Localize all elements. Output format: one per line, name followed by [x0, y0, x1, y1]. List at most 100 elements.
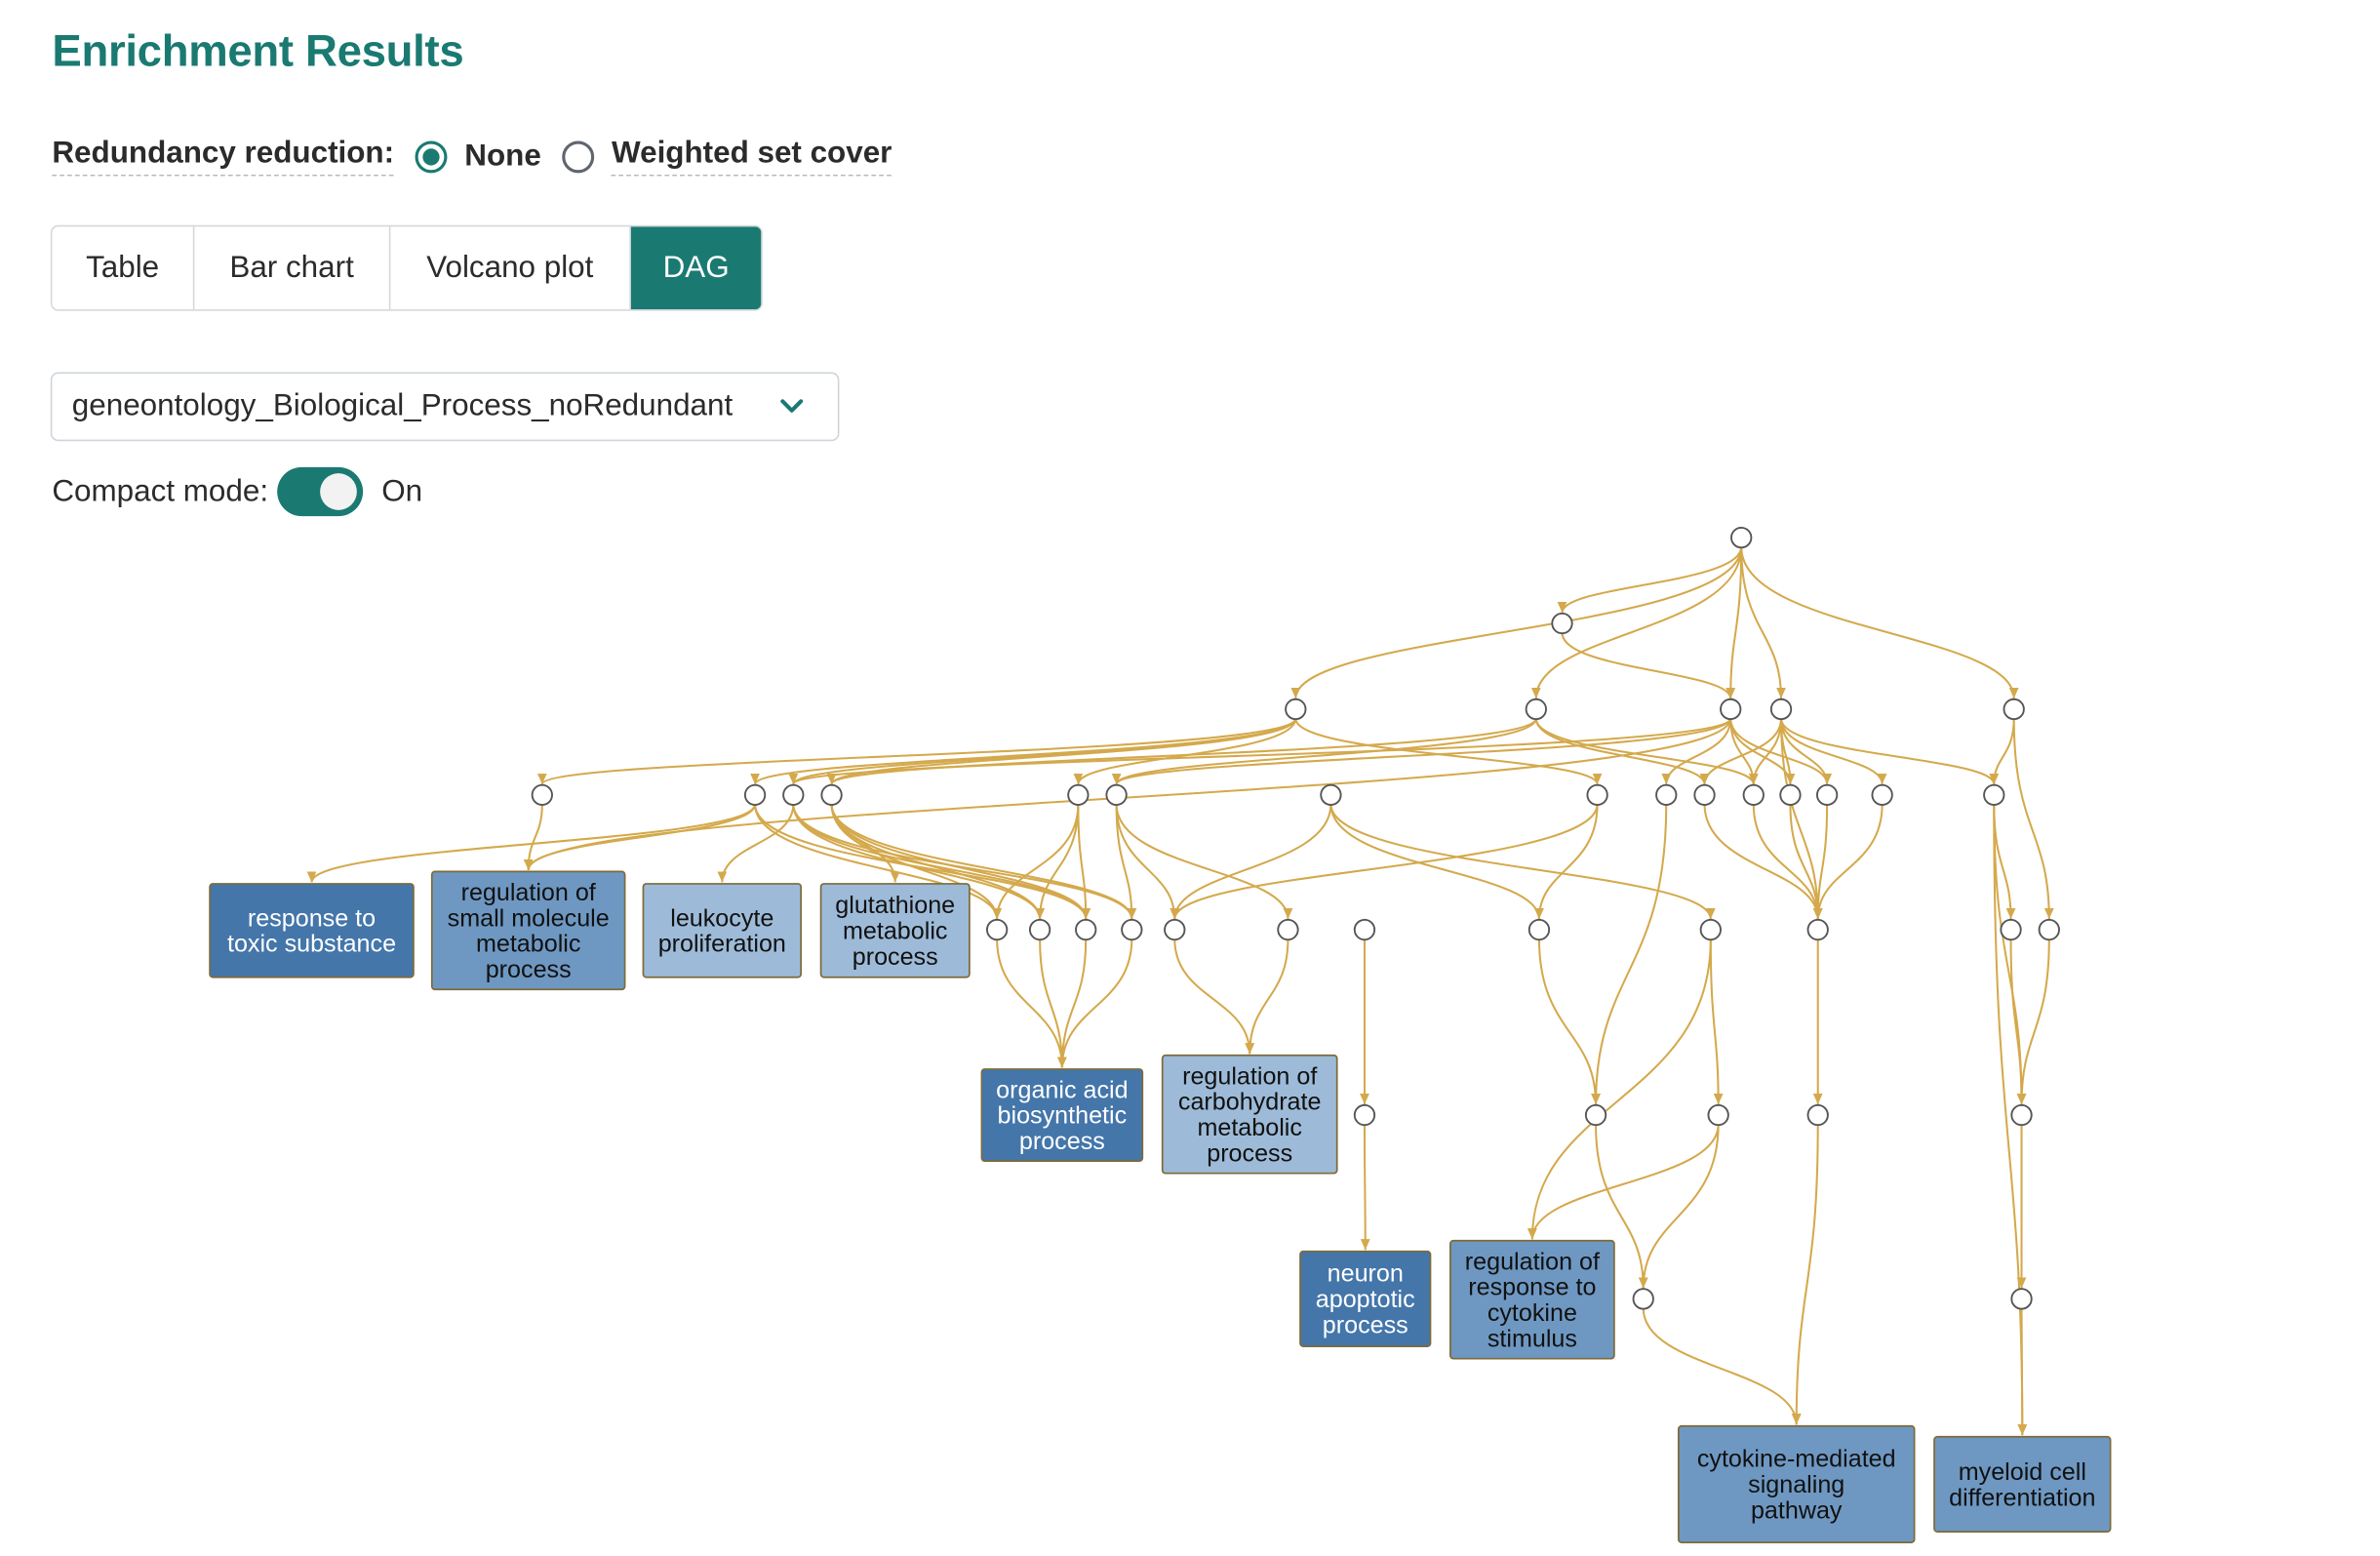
- dag-term-label: cytokine-mediated: [1697, 1446, 1896, 1473]
- dag-node[interactable]: [1075, 918, 1097, 941]
- dag-node[interactable]: [1551, 612, 1573, 635]
- dag-node[interactable]: [1769, 698, 1793, 721]
- dag-node[interactable]: [1067, 783, 1090, 807]
- dag-node[interactable]: [1871, 783, 1893, 807]
- chevron-down-icon[interactable]: [779, 392, 804, 427]
- dag-node[interactable]: [1806, 918, 1829, 941]
- radio-none-label[interactable]: None: [464, 139, 541, 173]
- dag-term-box[interactable]: [819, 883, 971, 978]
- dag-node[interactable]: [1277, 918, 1299, 941]
- dag-nodes: [531, 526, 2060, 1310]
- toggle-knob: [320, 473, 358, 510]
- dag-node[interactable]: [1285, 698, 1307, 721]
- dag-node[interactable]: [1584, 1103, 1607, 1127]
- dag-node[interactable]: [1730, 526, 1753, 549]
- dag-term-label: differentiation: [1949, 1484, 2095, 1511]
- dag-node[interactable]: [1586, 783, 1608, 807]
- dag-node[interactable]: [1806, 1103, 1829, 1127]
- dag-term-box[interactable]: [642, 883, 803, 978]
- dag-node[interactable]: [1815, 783, 1839, 807]
- dag-term-regulation-of-carbohydrate-metabolic-process[interactable]: regulation ofcarbohydratemetabolicproces…: [1161, 1054, 1338, 1175]
- tab-dag[interactable]: DAG: [630, 226, 762, 310]
- dag-node[interactable]: [1353, 1103, 1376, 1127]
- dag-node[interactable]: [1105, 783, 1128, 807]
- dag-edge: [754, 804, 1002, 920]
- dag-node[interactable]: [1320, 783, 1342, 807]
- dag-edge: [1740, 546, 1786, 698]
- dag-node[interactable]: [1164, 918, 1186, 941]
- radio-unchecked-icon[interactable]: [562, 140, 595, 173]
- dag-node[interactable]: [1693, 783, 1716, 807]
- dag-edge: [1703, 804, 1823, 920]
- dag-term-box[interactable]: [209, 883, 415, 978]
- radio-weighted-set-cover-label[interactable]: Weighted set cover: [612, 137, 892, 177]
- radio-none[interactable]: None: [416, 139, 541, 174]
- dag-term-label: glutathione: [835, 892, 955, 919]
- dag-node[interactable]: [1655, 783, 1678, 807]
- dag-term-box[interactable]: [1449, 1239, 1615, 1360]
- dag-term-box[interactable]: [430, 870, 626, 991]
- dag-edge: [1534, 718, 1759, 785]
- dag-node[interactable]: [1720, 698, 1742, 721]
- dag-term-box[interactable]: [980, 1068, 1144, 1162]
- dag-edge: [1557, 546, 1743, 614]
- dag-node[interactable]: [1121, 918, 1143, 941]
- dag-node[interactable]: [1632, 1288, 1654, 1310]
- dag-edge: [1329, 804, 1716, 920]
- dag-edge: [1709, 938, 1724, 1105]
- dag-node[interactable]: [2003, 698, 2025, 721]
- dag-node[interactable]: [743, 783, 767, 807]
- page-title: Enrichment Results: [52, 27, 464, 77]
- dag-term-box[interactable]: [1677, 1424, 1916, 1543]
- dag-edge: [1537, 938, 1601, 1105]
- dag-node[interactable]: [1779, 783, 1802, 807]
- dag-edge: [1780, 718, 1823, 920]
- dag-term-label: leukocyte: [670, 904, 774, 932]
- radio-weighted-set-cover[interactable]: Weighted set cover: [562, 137, 892, 177]
- dag-node[interactable]: [782, 783, 805, 807]
- dag-node[interactable]: [985, 918, 1009, 941]
- dag-term-box[interactable]: [1299, 1250, 1432, 1347]
- dag-node[interactable]: [2038, 918, 2060, 941]
- dag-node[interactable]: [2010, 1103, 2033, 1127]
- dag-node[interactable]: [1707, 1103, 1729, 1127]
- dag-node[interactable]: [1742, 783, 1765, 807]
- dag-node[interactable]: [2010, 1288, 2033, 1310]
- dag-node[interactable]: [1525, 698, 1547, 721]
- dag-edge: [996, 938, 1067, 1068]
- dag-node[interactable]: [1699, 918, 1722, 941]
- dag-edge: [1170, 804, 1332, 920]
- dag-node[interactable]: [1353, 918, 1376, 941]
- tab-volcano-plot[interactable]: Volcano plot: [390, 226, 631, 310]
- tab-table[interactable]: Table: [52, 226, 195, 310]
- tab-bar-chart[interactable]: Bar chart: [194, 226, 391, 310]
- dag-edge: [306, 803, 757, 883]
- database-select-value: geneontology_Biological_Process_noRedund…: [71, 388, 734, 423]
- compact-mode-toggle[interactable]: [277, 466, 364, 517]
- dag-node[interactable]: [531, 783, 553, 807]
- dag-term-box[interactable]: [1161, 1054, 1338, 1175]
- dag-edge: [2016, 938, 2050, 1105]
- dag-node[interactable]: [820, 783, 843, 807]
- dag-node[interactable]: [1983, 783, 2005, 807]
- dag-term-label: response to: [248, 904, 376, 932]
- dag-term-label: process: [1019, 1128, 1105, 1155]
- dag-node[interactable]: [2000, 918, 2022, 941]
- dag-term-box[interactable]: [1933, 1435, 2112, 1533]
- dag-node[interactable]: [1028, 918, 1051, 941]
- database-select[interactable]: geneontology_Biological_Process_noRedund…: [50, 372, 840, 442]
- dag-edge: [788, 717, 1732, 785]
- dag-term-label: small molecule: [448, 904, 610, 932]
- radio-checked-icon[interactable]: [416, 140, 449, 173]
- dag-node[interactable]: [1527, 918, 1551, 941]
